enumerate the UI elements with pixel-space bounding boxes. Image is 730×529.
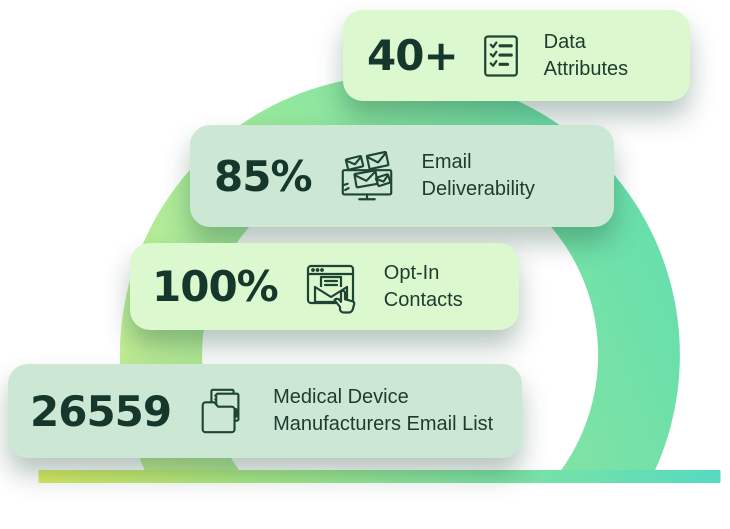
stat-value-opt-in-contacts: 100%	[152, 262, 279, 311]
stat-label-medical-device-list: Medical Device Manufacturers Email List	[273, 386, 494, 435]
stat-label-email-deliverability: Email Deliverability	[421, 151, 535, 200]
stat-card-data-attributes: 40+ Data Attributes	[343, 10, 690, 101]
stat-card-opt-in-contacts: 100% Opt-In Contacts	[130, 243, 519, 330]
stat-value-medical-device-list: 26559	[30, 386, 172, 436]
stat-label-opt-in-contacts: Opt-In Contacts	[383, 261, 463, 311]
opt-in-contacts-icon	[302, 258, 360, 316]
stat-value-data-attributes: 40+	[367, 31, 459, 80]
bottom-gradient-bar	[38, 470, 721, 483]
stat-value-email-deliverability: 85%	[214, 151, 313, 201]
checklist-icon	[475, 29, 527, 83]
folder-documents-icon	[195, 384, 249, 438]
stat-label-data-attributes: Data Attributes	[543, 30, 629, 80]
email-deliverability-icon	[336, 147, 398, 205]
stat-card-medical-device-list: 26559 Medical Device Manufacturers Email…	[8, 364, 522, 458]
stat-card-email-deliverability: 85%	[190, 125, 614, 227]
